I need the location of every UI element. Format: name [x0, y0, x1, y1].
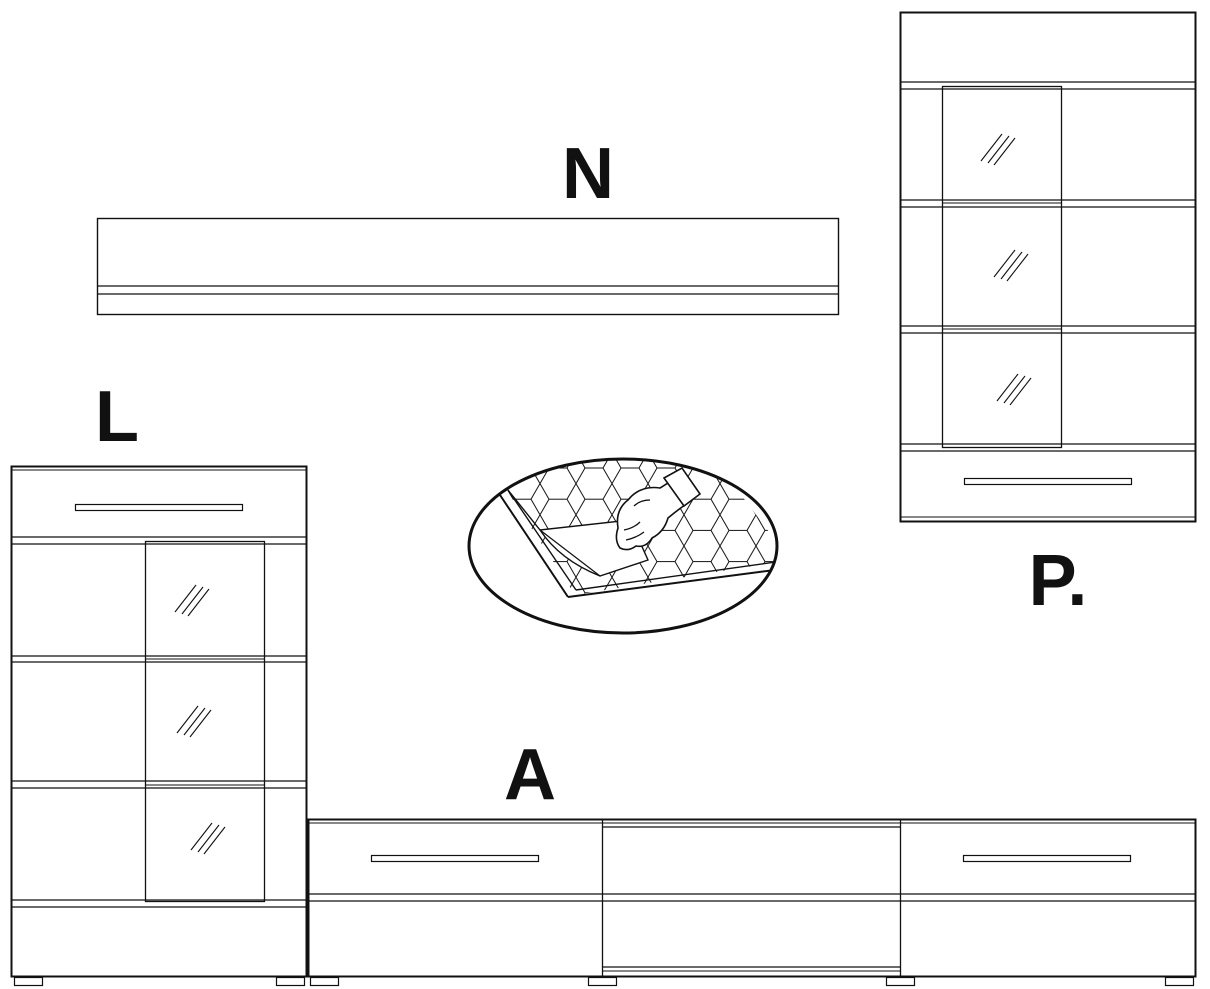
glass-door: [941, 85, 1063, 449]
glass-hatch-icon: [176, 705, 212, 738]
foot: [275, 976, 306, 987]
drawer-handle: [370, 854, 540, 863]
glass-hatch-icon: [993, 249, 1029, 282]
drawer-handle: [962, 854, 1132, 863]
glass-hatch-icon: [996, 373, 1032, 406]
label-n: N: [562, 134, 614, 214]
tv-unit-a: [307, 818, 1197, 987]
label-l: L: [95, 377, 139, 457]
foot: [13, 976, 44, 987]
glass-door: [144, 540, 266, 903]
label-p: P.: [1029, 541, 1088, 621]
foot: [309, 976, 340, 987]
drawer-handle: [74, 503, 244, 512]
tall-cabinet-l: [10, 465, 308, 987]
glass-hatch-icon: [980, 133, 1016, 166]
wall-cabinet-p: [899, 11, 1197, 523]
drawer-handle: [963, 477, 1133, 486]
glass-hatch-icon: [174, 584, 210, 617]
foot: [587, 976, 618, 987]
foot: [885, 976, 916, 987]
foot: [1164, 976, 1195, 987]
label-a: A: [504, 735, 556, 815]
glass-hatch-icon: [190, 822, 226, 855]
wall-shelf-n: [96, 217, 840, 316]
hand-peeling-protective-film-icon: [467, 457, 779, 635]
